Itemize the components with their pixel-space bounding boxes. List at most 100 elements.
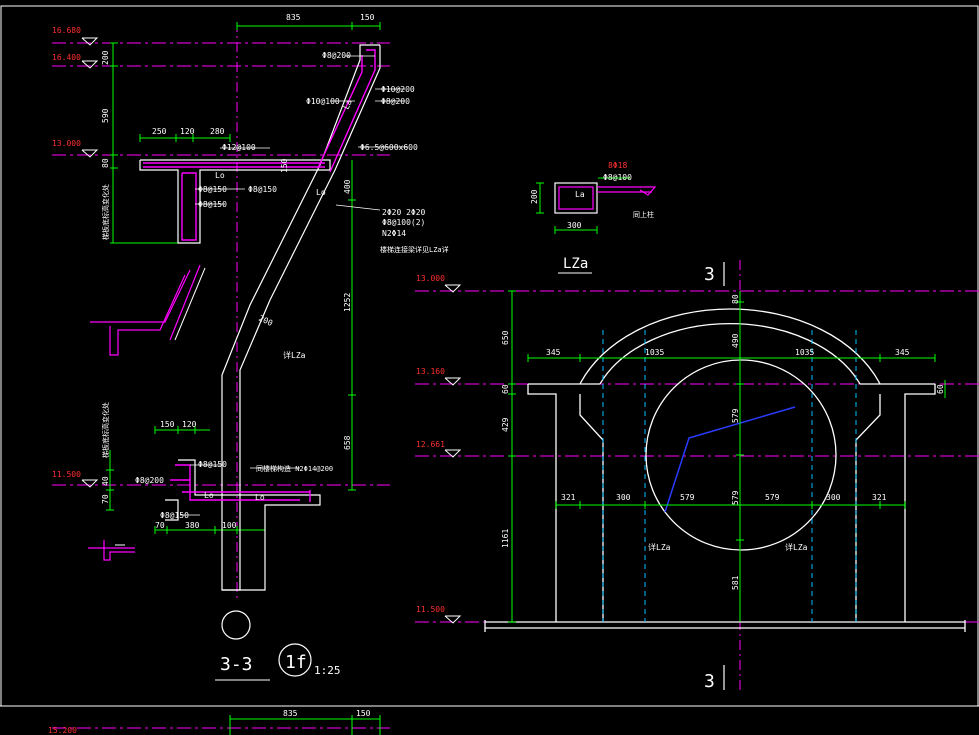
rebar-note: Φ8@200 [381, 97, 410, 106]
radius-line [664, 406, 796, 513]
level-marker [81, 149, 99, 158]
level-label: 11.500 [416, 605, 445, 614]
dim-label: 70 [101, 494, 110, 504]
dim-label: 300 [616, 493, 631, 502]
section-title: 3-3 [220, 654, 253, 675]
bar-note: 楼梯连接梁详见LZa详 [380, 245, 449, 254]
dim-label: 658 [343, 435, 352, 450]
level-label: 13.000 [416, 274, 445, 283]
lza-title: LZa [563, 256, 588, 272]
bar-note: Φ8@100(2) [382, 218, 425, 227]
dim-label: 579 [765, 493, 780, 502]
detail-sketch [88, 264, 201, 561]
level-label: 13.000 [52, 139, 81, 148]
bar-note: 2Φ20 2Φ20 [382, 208, 426, 217]
dim-label: 250 [152, 127, 167, 136]
dim-label: 150 [360, 13, 375, 22]
drawing-frame [0, 5, 979, 707]
section-mark-top: 3 [704, 264, 715, 285]
rebar-note: 同上柱 [633, 210, 654, 219]
side-note: 梯板底标高变化处 [101, 184, 110, 240]
dim-label: 40 [101, 476, 110, 486]
lza-detail: 200 300 8Φ18 Φ8@100 同上柱 La LZa [530, 161, 657, 274]
rebar-note: Φ8@200 [322, 51, 351, 60]
dim-label: 60 [936, 384, 945, 394]
rebar-note: Φ8@150 [198, 185, 227, 194]
dim-label: 650 [501, 330, 510, 345]
dim-label: 150 [160, 420, 175, 429]
dim-label: 150 [356, 709, 371, 718]
anchor-label: Lo [215, 171, 225, 180]
detail-number: 1f [285, 652, 307, 673]
anchor-label: La [575, 190, 585, 199]
level-label: 16.400 [52, 53, 81, 62]
lza-note: 详LZa [648, 542, 671, 552]
dim-label: 80 [731, 294, 740, 304]
rebar-note: Φ8@150 [160, 511, 189, 520]
dim-label: 80 [101, 158, 110, 168]
dim-label: 345 [895, 348, 910, 357]
dim-label: 579 [680, 493, 695, 502]
section-mark-bottom: 3 [704, 671, 715, 692]
dim-label: 300 [826, 493, 841, 502]
level-label: 15.200 [48, 726, 77, 735]
anchor-label: Lo [204, 491, 214, 500]
level-marker [81, 37, 99, 46]
rebar-note: Φ8@100 [603, 173, 632, 182]
arch-elevation: 13.000 13.160 12.661 11.500 [415, 260, 979, 692]
dim-label: 581 [731, 575, 740, 590]
dim-label: 1252 [343, 293, 352, 312]
dim-label: 321 [561, 493, 576, 502]
arch-outline [484, 308, 966, 632]
bottom-strip: 15.200 835 150 [48, 709, 390, 735]
dim-label: 490 [731, 333, 740, 348]
dim-label: 200 [101, 50, 110, 65]
level-label: 12.661 [416, 440, 445, 449]
scale-label: 1:25 [314, 664, 341, 677]
anchor-label: La [342, 98, 354, 111]
anchor-label: Lo [255, 493, 265, 502]
rebar-note: Φ10@100 [306, 97, 340, 106]
bar-note: N2Φ14 [382, 229, 406, 238]
dim-label: 60 [501, 384, 510, 394]
rebar-note: 同楼梯构造 N2Φ14@200 [256, 464, 333, 473]
rebar-note: Φ8@150 [198, 460, 227, 469]
dim-label: 200 [530, 189, 539, 204]
rebar-note: Φ8@200 [135, 476, 164, 485]
dim-label: 835 [286, 13, 301, 22]
level-label: 13.160 [416, 367, 445, 376]
elevation-dims [508, 290, 946, 623]
rebar [143, 49, 376, 502]
stair-outline [139, 44, 381, 640]
dim-label: 300 [567, 221, 582, 230]
dim-label: 579 [731, 408, 740, 423]
dim-label: 579 [731, 490, 740, 505]
side-note: 梯板底标高变化处 [101, 402, 110, 458]
dim-label: 321 [872, 493, 887, 502]
rebar-note: Φ8@150 [198, 200, 227, 209]
dim-label: 400 [343, 179, 352, 194]
dim-label: 590 [101, 108, 110, 123]
lza-note: 详LZa [283, 350, 306, 360]
dim-label: 345 [546, 348, 561, 357]
dim-label: 100 [222, 521, 237, 530]
column-hidden-lines [602, 330, 857, 622]
level-marker [81, 479, 99, 488]
dim-label: 1161 [501, 529, 510, 548]
dim-label: 1035 [645, 348, 664, 357]
dim-label: 1035 [795, 348, 814, 357]
dim-label: 70 [155, 521, 165, 530]
dim-label: 380 [185, 521, 200, 530]
dim-label: 150 [280, 158, 289, 173]
rebar-note: Φ10@200 [381, 85, 415, 94]
dim-label: 835 [283, 709, 298, 718]
dim-label: 280 [210, 127, 225, 136]
rebar-note: Φ6.5@600x600 [360, 143, 418, 152]
rebar-note: Φ8@150 [248, 185, 277, 194]
rebar-note: 8Φ18 [608, 161, 627, 170]
dim-label: 120 [182, 420, 197, 429]
level-label: 16.680 [52, 26, 81, 35]
level-marker [81, 60, 99, 69]
dim-label: 429 [501, 417, 510, 432]
